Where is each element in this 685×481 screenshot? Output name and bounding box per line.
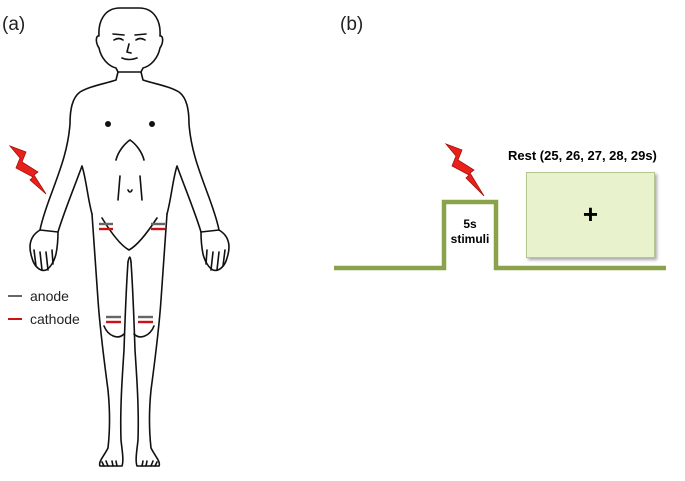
legend-cathode-label: cathode [30, 311, 80, 327]
legend-anode-label: anode [30, 288, 69, 304]
panel-a-label: (a) [2, 14, 26, 35]
fixation-cross: + [582, 199, 599, 229]
rest-box: + [526, 172, 655, 258]
stimulus-word-label: stimuli [450, 232, 490, 246]
electrodes [99, 222, 165, 324]
lightning-icon [8, 145, 47, 195]
human-body-figure [29, 7, 230, 467]
stimulus-timeline [334, 199, 666, 271]
legend-cathode: cathode [8, 311, 80, 327]
stimulus-duration-label: 5s [463, 217, 477, 231]
legend-anode: anode [8, 288, 69, 304]
cathode-swatch [8, 318, 22, 320]
rest-label: Rest (25, 26, 27, 28, 29s) [508, 148, 657, 163]
lightning-icon [444, 143, 485, 197]
anode-swatch [8, 295, 22, 297]
panel-b-label: (b) [340, 14, 364, 35]
